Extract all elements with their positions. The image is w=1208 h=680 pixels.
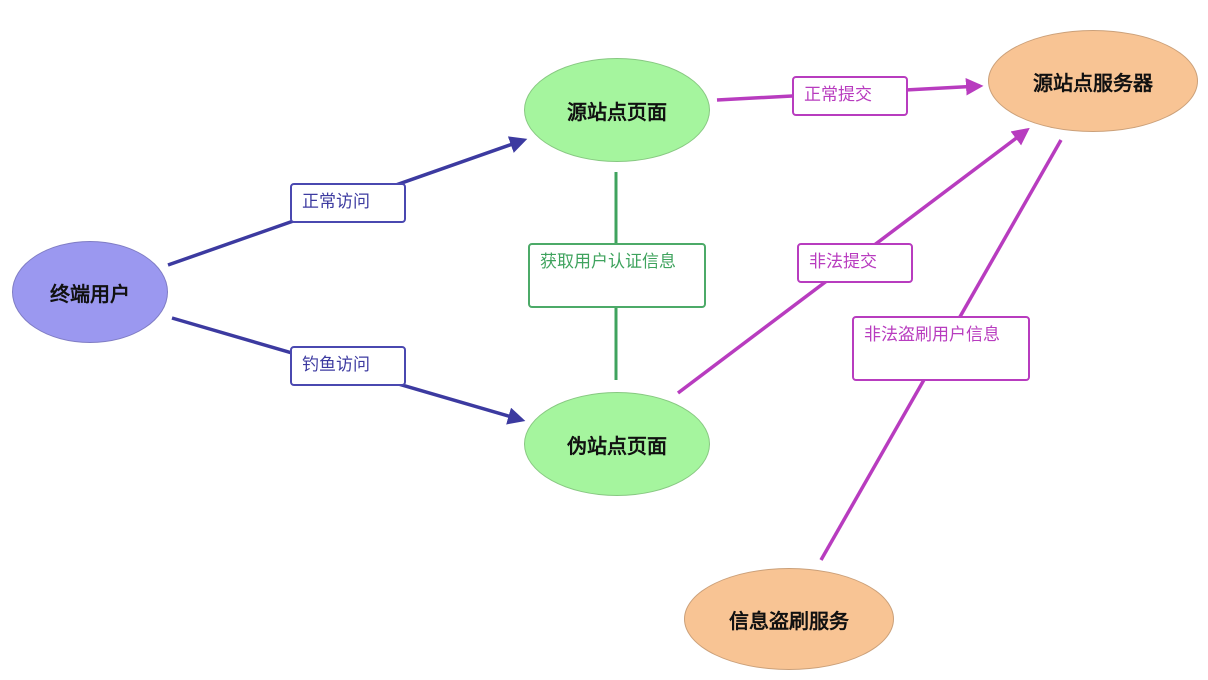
edge-label-get-credentials: 获取用户认证信息 bbox=[528, 243, 706, 308]
node-fake-page[interactable]: 伪站点页面 bbox=[524, 392, 710, 496]
edge-label-phishing-access: 钓鱼访问 bbox=[290, 346, 406, 386]
edge-label-normal-submit: 正常提交 bbox=[792, 76, 908, 116]
node-source-page[interactable]: 源站点页面 bbox=[524, 58, 710, 162]
edge-label-normal-access: 正常访问 bbox=[290, 183, 406, 223]
edge-label-illegal-theft: 非法盗刷用户信息 bbox=[852, 316, 1030, 381]
node-info-theft-service-label: 信息盗刷服务 bbox=[729, 608, 849, 633]
node-source-page-label: 源站点页面 bbox=[567, 99, 667, 124]
node-terminal-user[interactable]: 终端用户 bbox=[12, 241, 168, 343]
node-fake-page-label: 伪站点页面 bbox=[567, 433, 667, 458]
node-terminal-user-label: 终端用户 bbox=[50, 281, 130, 306]
node-info-theft-service[interactable]: 信息盗刷服务 bbox=[684, 568, 894, 670]
node-source-server-label: 源站点服务器 bbox=[1033, 70, 1153, 95]
edge-label-illegal-submit: 非法提交 bbox=[797, 243, 913, 283]
node-source-server[interactable]: 源站点服务器 bbox=[988, 30, 1198, 132]
